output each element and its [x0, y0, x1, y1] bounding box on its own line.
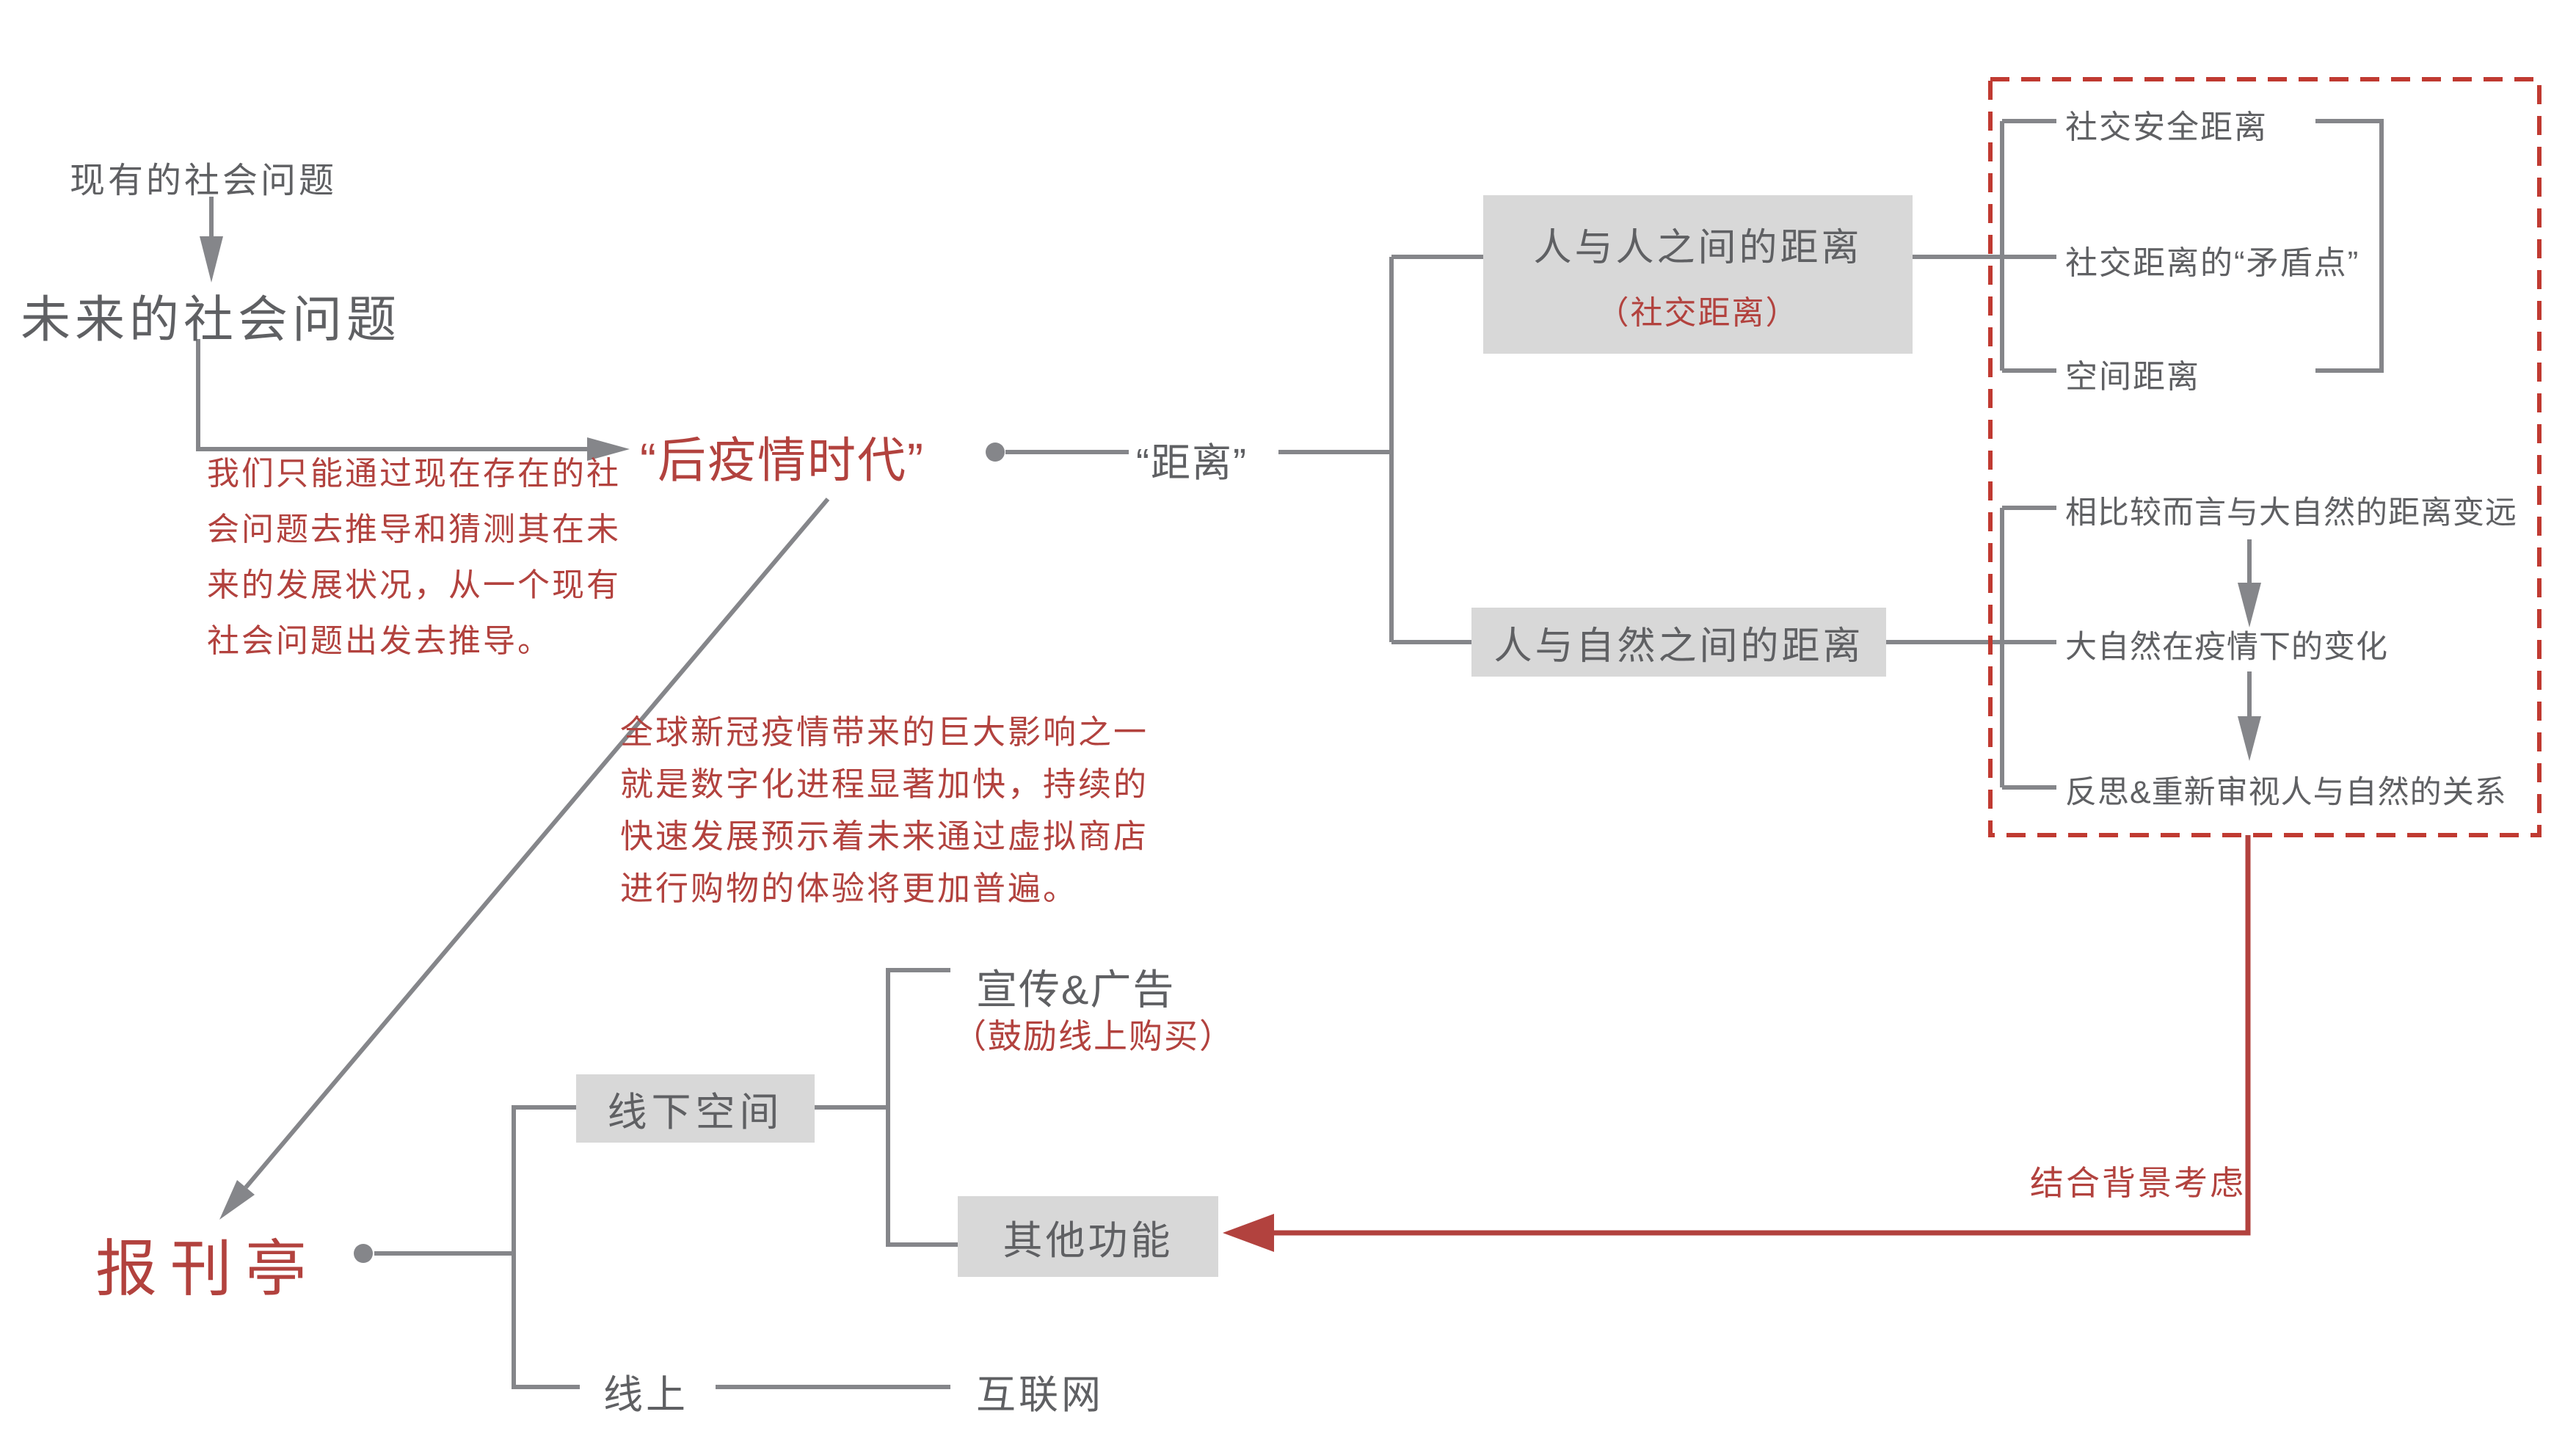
note-derivation-line: 会问题去推导和猜测其在未	[207, 511, 621, 547]
note-digital: 全球新冠疫情带来的巨大影响之一 就是数字化进程显著加快，持续的 快速发展预示着未…	[620, 706, 1149, 914]
red-elbow-line	[1270, 835, 2251, 1236]
node-distance: “距离”	[1136, 441, 1248, 485]
note-digital-line: 快速发展预示着未来通过虚拟商店	[620, 818, 1149, 855]
node-internet: 互联网	[976, 1373, 1104, 1417]
arrowhead-down-icon	[2238, 716, 2261, 761]
arrowhead-down-icon	[200, 236, 223, 283]
node-future-problem: 未来的社会问题	[21, 292, 401, 348]
red-arrowhead-left-icon	[1223, 1214, 1274, 1252]
node-dot-icon	[354, 1244, 373, 1263]
box-other-functions-label: 其他功能	[1003, 1218, 1174, 1263]
node-promo: 宣传&广告	[976, 966, 1176, 1013]
item-nature-change: 大自然在疫情下的变化	[2065, 630, 2388, 665]
box-nature-distance-title: 人与自然之间的距离	[1493, 625, 1864, 668]
note-digital-line: 全球新冠疫情带来的巨大影响之一	[620, 713, 1149, 751]
item-nature-farther: 相比较而言与大自然的距离变远	[2065, 495, 2517, 531]
arrowhead-diagonal-icon	[219, 1180, 255, 1220]
note-derivation-line: 我们只能通过现在存在的社	[207, 456, 621, 492]
note-derivation: 我们只能通过现在存在的社 会问题去推导和猜测其在未 来的发展状况，从一个现有 社…	[207, 446, 621, 669]
dashed-group-box	[1988, 77, 2542, 837]
gray-connectors	[196, 119, 2384, 1389]
note-derivation-line: 社会问题出发去推导。	[207, 623, 552, 659]
node-promo-sub: （鼓励线上购买）	[953, 1017, 1234, 1055]
node-online: 线上	[603, 1373, 688, 1417]
item-nature-reflect: 反思&重新审视人与自然的关系	[2065, 775, 2507, 810]
closing-bracket	[2315, 119, 2384, 373]
node-kiosk: 报刊亭	[95, 1234, 321, 1303]
note-digital-line: 就是数字化进程显著加快，持续的	[620, 765, 1149, 803]
node-dot-icon	[986, 443, 1005, 462]
box-nature-distance: 人与自然之间的距离	[1471, 608, 1886, 677]
diagonal-arrow-line	[244, 498, 830, 1189]
elbow-connector	[196, 339, 587, 451]
box-offline-space-label: 线下空间	[607, 1090, 784, 1135]
note-derivation-line: 来的发展状况，从一个现有	[207, 567, 621, 603]
box-person-distance-title: 人与人之间的距离	[1533, 226, 1863, 269]
box-person-distance-subtitle: （社交距离）	[1596, 294, 1800, 331]
red-connector	[1223, 835, 2251, 1252]
item-social-contradiction: 社交距离的“矛盾点”	[2065, 245, 2360, 281]
box-other-functions: 其他功能	[958, 1196, 1218, 1277]
gray-arrowheads	[200, 236, 2261, 1263]
bracket-vertical	[512, 1105, 580, 1389]
arrowhead-down-icon	[2238, 583, 2261, 627]
note-digital-line: 进行购物的体验将更加普遍。	[620, 870, 1079, 907]
item-social-safe-distance: 社交安全距离	[2065, 109, 2268, 145]
box-offline-space: 线下空间	[576, 1074, 815, 1143]
node-post-pandemic-era: “后疫情时代”	[640, 433, 925, 487]
arrowhead-right-icon	[587, 437, 630, 461]
node-existing-problem: 现有的社会问题	[70, 161, 338, 200]
box-person-distance: 人与人之间的距离 （社交距离）	[1483, 195, 1913, 354]
bracket-vertical	[886, 968, 958, 1247]
item-spatial-distance: 空间距离	[2065, 359, 2200, 395]
note-context: 结合背景考虑	[2030, 1164, 2246, 1202]
